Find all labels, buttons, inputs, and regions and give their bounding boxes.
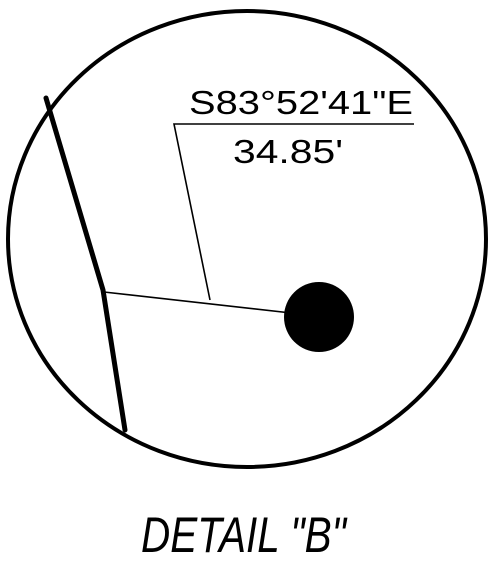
distance-label: 34.85' — [233, 133, 343, 170]
monument-point — [284, 282, 354, 352]
survey-line — [103, 291, 301, 315]
detail-title: DETAIL "B" — [141, 507, 348, 563]
boundary-line — [43, 95, 128, 433]
label-leader — [173, 123, 414, 301]
bearing-label: S83°52'41"E — [189, 84, 413, 121]
detail-circle — [6, 9, 488, 469]
